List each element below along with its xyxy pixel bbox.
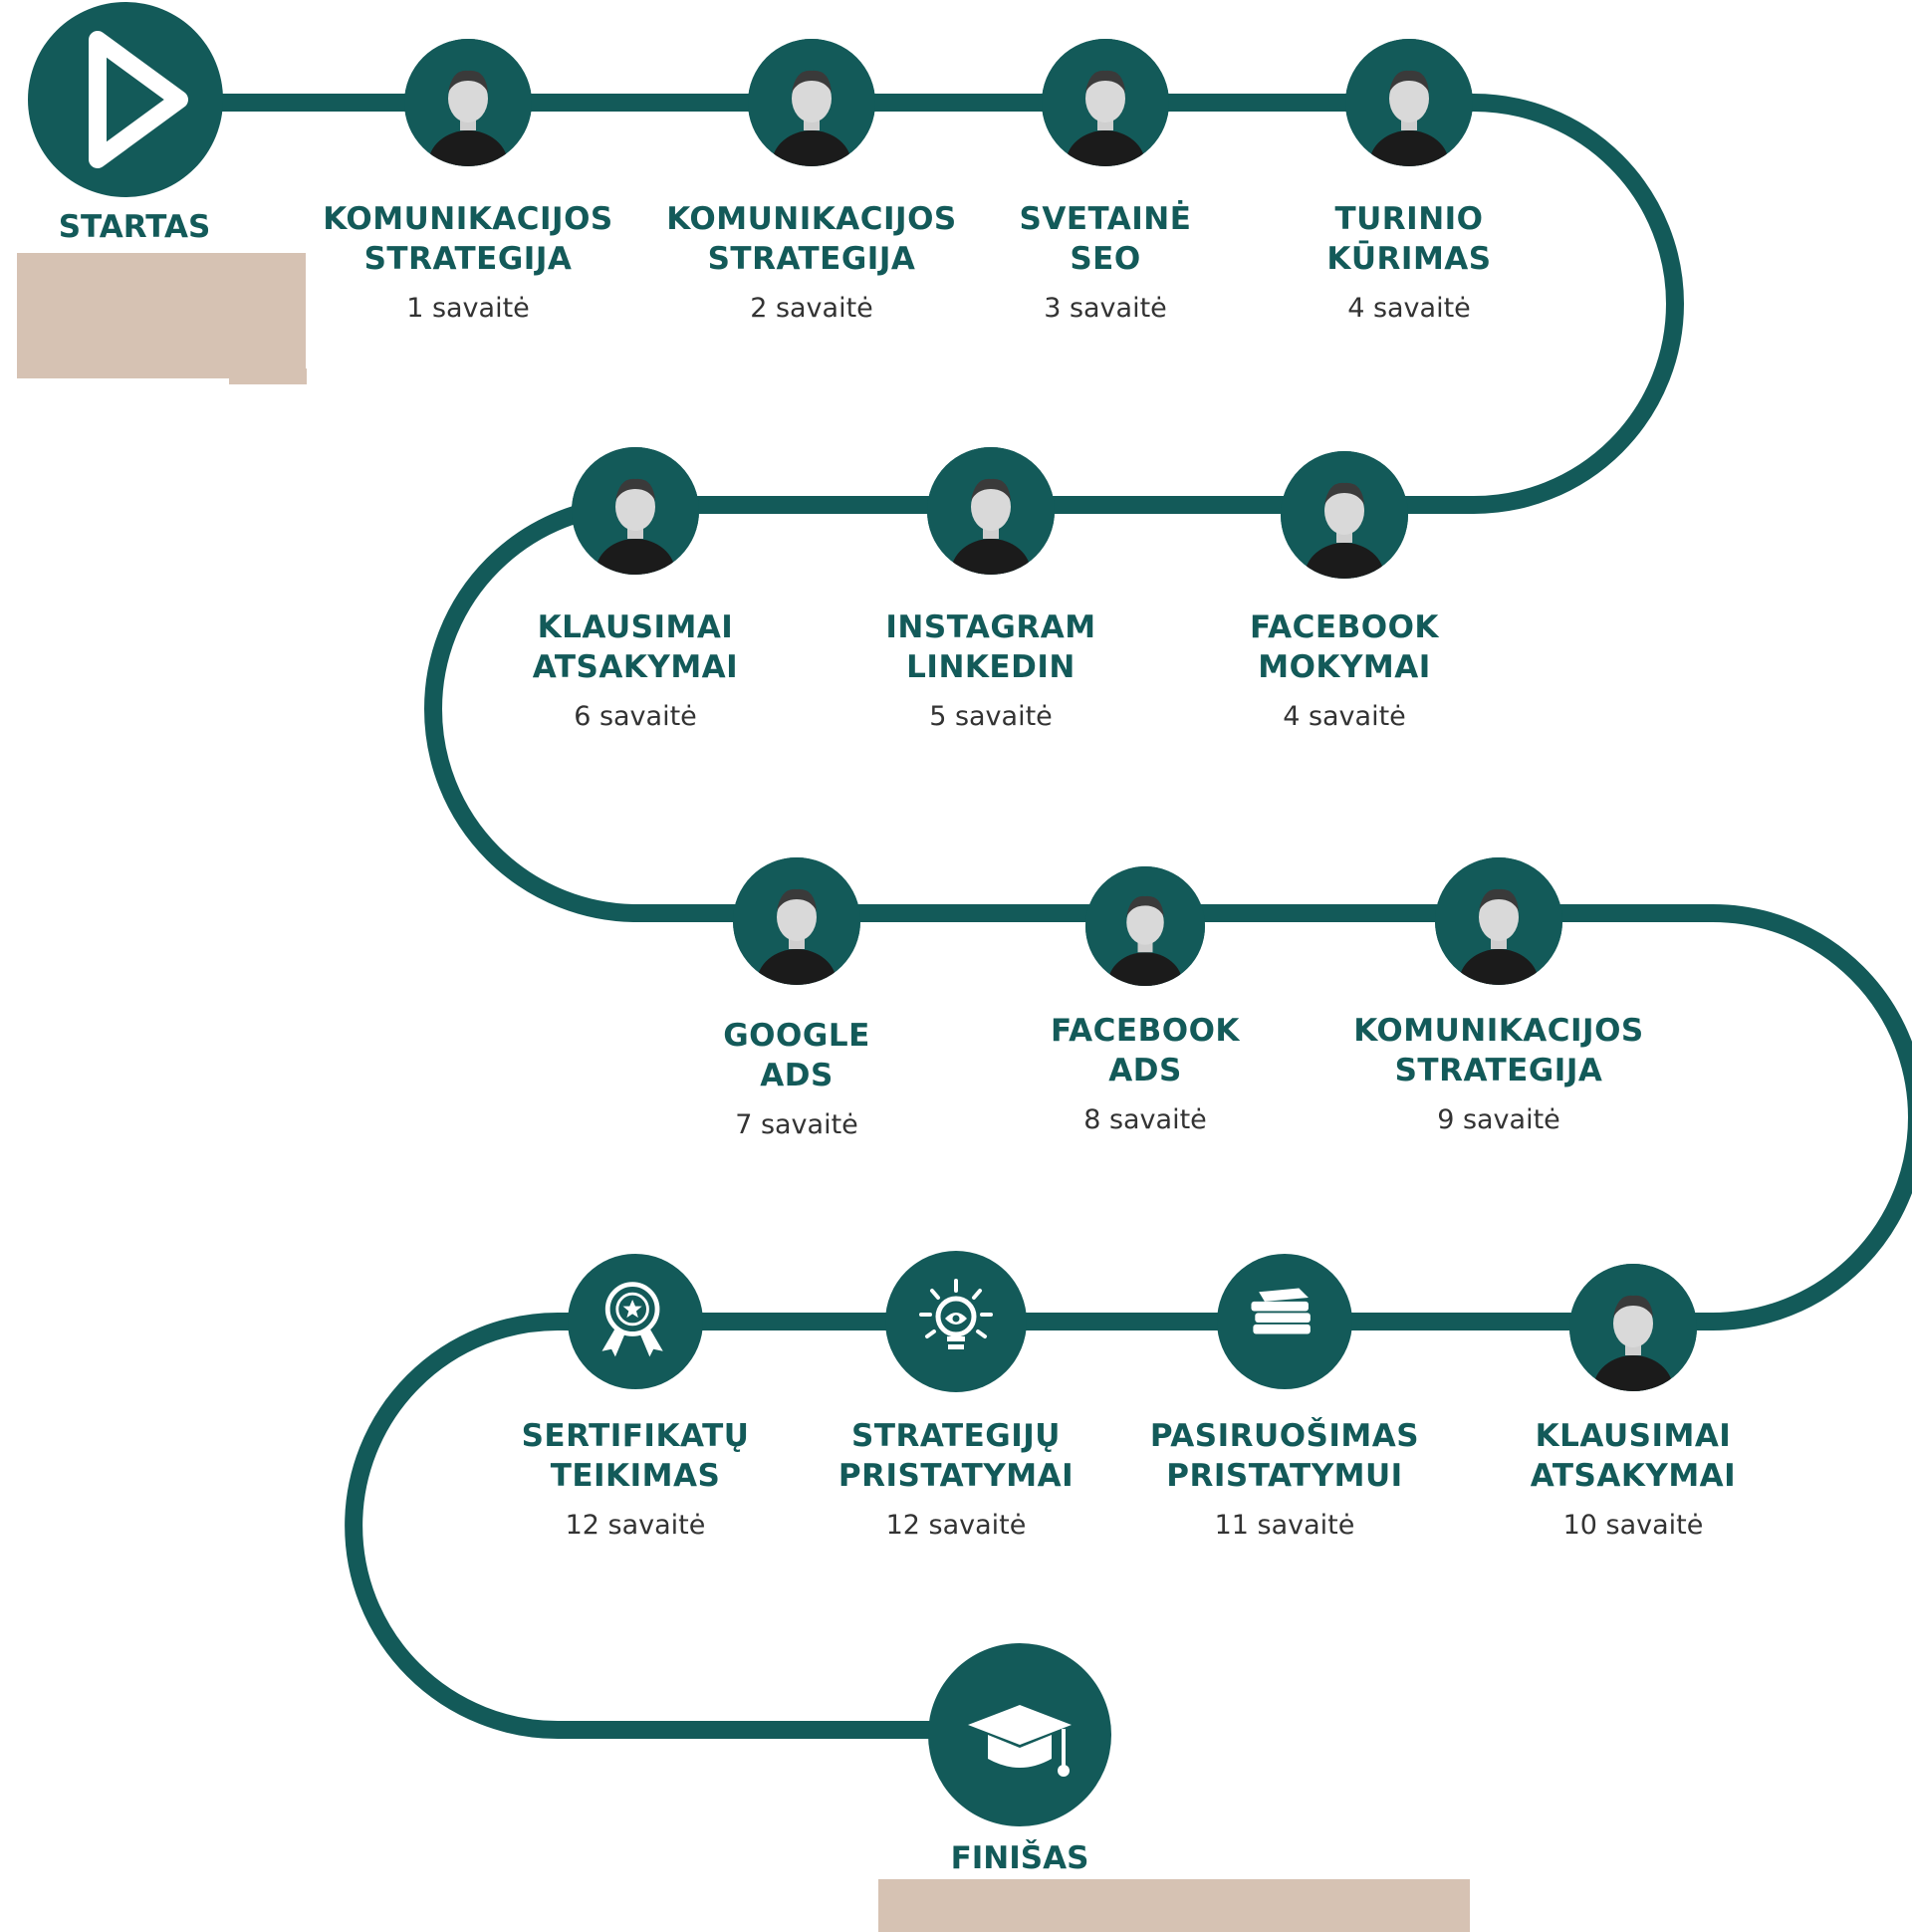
step-label: INSTAGRAM LINKEDIN 5 savaitė (812, 607, 1170, 733)
step-week: 11 savaitė (1214, 1510, 1355, 1541)
step-title-line: GOOGLE (723, 1018, 870, 1054)
step-week: 6 savaitė (574, 701, 697, 732)
play-icon (89, 31, 188, 168)
step-title-line: PRISTATYMAI (837, 1458, 1075, 1494)
step-label: TURINIO KŪRIMAS 4 savaitė (1230, 199, 1588, 325)
step-title-line: TEIKIMAS (550, 1458, 721, 1494)
step-week: 2 savaitė (750, 293, 873, 324)
step-title-line: MOKYMAI (1258, 649, 1431, 685)
step-node (568, 1254, 703, 1389)
start-label: STARTAS (58, 209, 211, 245)
step-node (1435, 857, 1562, 985)
step-title-line: FACEBOOK (1250, 609, 1439, 645)
step-title-line: KLAUSIMAI (537, 609, 734, 645)
step-label: KOMUNIKACIJOS STRATEGIJA 9 savaitė (1319, 1011, 1678, 1136)
step-title-line: STRATEGIJA (363, 241, 573, 277)
step-node (1217, 1254, 1352, 1389)
person-photo (1345, 39, 1473, 166)
step-title-line: ADS (760, 1058, 834, 1093)
person-photo (1435, 857, 1562, 985)
step-title-line: ADS (1108, 1053, 1182, 1088)
step-week: 9 savaitė (1437, 1104, 1560, 1135)
step-title-line: PASIRUOŠIMAS (1149, 1418, 1420, 1454)
step-week: 4 savaitė (1283, 701, 1406, 732)
award-badge-icon (601, 1282, 663, 1357)
step-label: KOMUNIKACIJOS STRATEGIJA 2 savaitė (632, 199, 991, 325)
step-week: 7 savaitė (735, 1109, 858, 1140)
step-title-line: KLAUSIMAI (1535, 1418, 1732, 1454)
start-accent-block (17, 253, 306, 378)
step-title-line: SEO (1070, 241, 1141, 277)
book-stack-icon (1251, 1288, 1311, 1334)
step-week: 8 savaitė (1083, 1104, 1207, 1135)
step-label: KLAUSIMAI ATSAKYMAI 10 savaitė (1454, 1416, 1812, 1542)
step-node (404, 39, 532, 166)
step-label: KLAUSIMAI ATSAKYMAI 6 savaitė (456, 607, 815, 733)
step-week: 10 savaitė (1562, 1510, 1704, 1541)
person-photo (733, 857, 860, 985)
person-photo (1569, 1264, 1697, 1391)
person-photo (1042, 39, 1169, 166)
step-node (733, 857, 860, 985)
finish-node (928, 1643, 1111, 1826)
person-photo (404, 39, 532, 166)
step-title-line: STRATEGIJA (707, 241, 916, 277)
step-node (885, 1251, 1027, 1392)
step-node (927, 447, 1055, 575)
graduation-cap-icon (968, 1705, 1072, 1777)
step-node (1281, 451, 1408, 579)
step-week: 12 savaitė (885, 1510, 1027, 1541)
step-label: PASIRUOŠIMAS PRISTATYMUI 11 savaitė (1105, 1416, 1464, 1542)
step-label: SVETAINĖ SEO 3 savaitė (926, 199, 1285, 325)
step-node (1345, 39, 1473, 166)
step-label: KOMUNIKACIJOS STRATEGIJA 1 savaitė (289, 199, 647, 325)
person-photo (572, 447, 699, 575)
step-title-line: STRATEGIJŲ (851, 1418, 1061, 1454)
person-photo (927, 447, 1055, 575)
step-title-line: SVETAINĖ (1019, 201, 1192, 237)
step-title-line: TURINIO (1334, 201, 1484, 237)
step-week: 3 savaitė (1044, 293, 1167, 324)
start-node (28, 2, 223, 197)
person-photo (1085, 866, 1205, 986)
step-node (1085, 866, 1205, 986)
step-node (1569, 1264, 1697, 1391)
step-title-line: ATSAKYMAI (532, 649, 739, 685)
step-week: 1 savaitė (406, 293, 530, 324)
step-title-line: STRATEGIJA (1394, 1053, 1603, 1088)
step-title-line: PRISTATYMUI (1166, 1458, 1403, 1494)
step-title-line: SERTIFIKATŲ (521, 1418, 750, 1454)
step-title-line: KOMUNIKACIJOS (666, 201, 957, 237)
person-photo (1281, 451, 1408, 579)
step-week: 5 savaitė (929, 701, 1053, 732)
step-label: FACEBOOK MOKYMAI 4 savaitė (1165, 607, 1524, 733)
step-node (572, 447, 699, 575)
lightbulb-icon (919, 1279, 993, 1349)
step-title-line: INSTAGRAM (885, 609, 1096, 645)
finish-label: FINIŠAS (950, 1840, 1089, 1876)
step-node (748, 39, 875, 166)
step-node (1042, 39, 1169, 166)
step-title-line: KŪRIMAS (1326, 241, 1492, 277)
step-week: 12 savaitė (565, 1510, 706, 1541)
step-label: SERTIFIKATŲ TEIKIMAS 12 savaitė (456, 1416, 815, 1542)
step-title-line: KOMUNIKACIJOS (323, 201, 613, 237)
step-week: 4 savaitė (1347, 293, 1471, 324)
step-label: GOOGLE ADS 7 savaitė (617, 1016, 976, 1141)
step-title-line: ATSAKYMAI (1530, 1458, 1737, 1494)
step-label: STRATEGIJŲ PRISTATYMAI 12 savaitė (777, 1416, 1135, 1542)
finish-accent-block (878, 1879, 1470, 1932)
step-title-line: LINKEDIN (906, 649, 1076, 685)
start-accent-block-tail (229, 368, 307, 384)
step-title-line: FACEBOOK (1051, 1013, 1240, 1049)
person-photo (748, 39, 875, 166)
step-label: FACEBOOK ADS 8 savaitė (966, 1011, 1324, 1136)
step-title-line: KOMUNIKACIJOS (1353, 1013, 1644, 1049)
